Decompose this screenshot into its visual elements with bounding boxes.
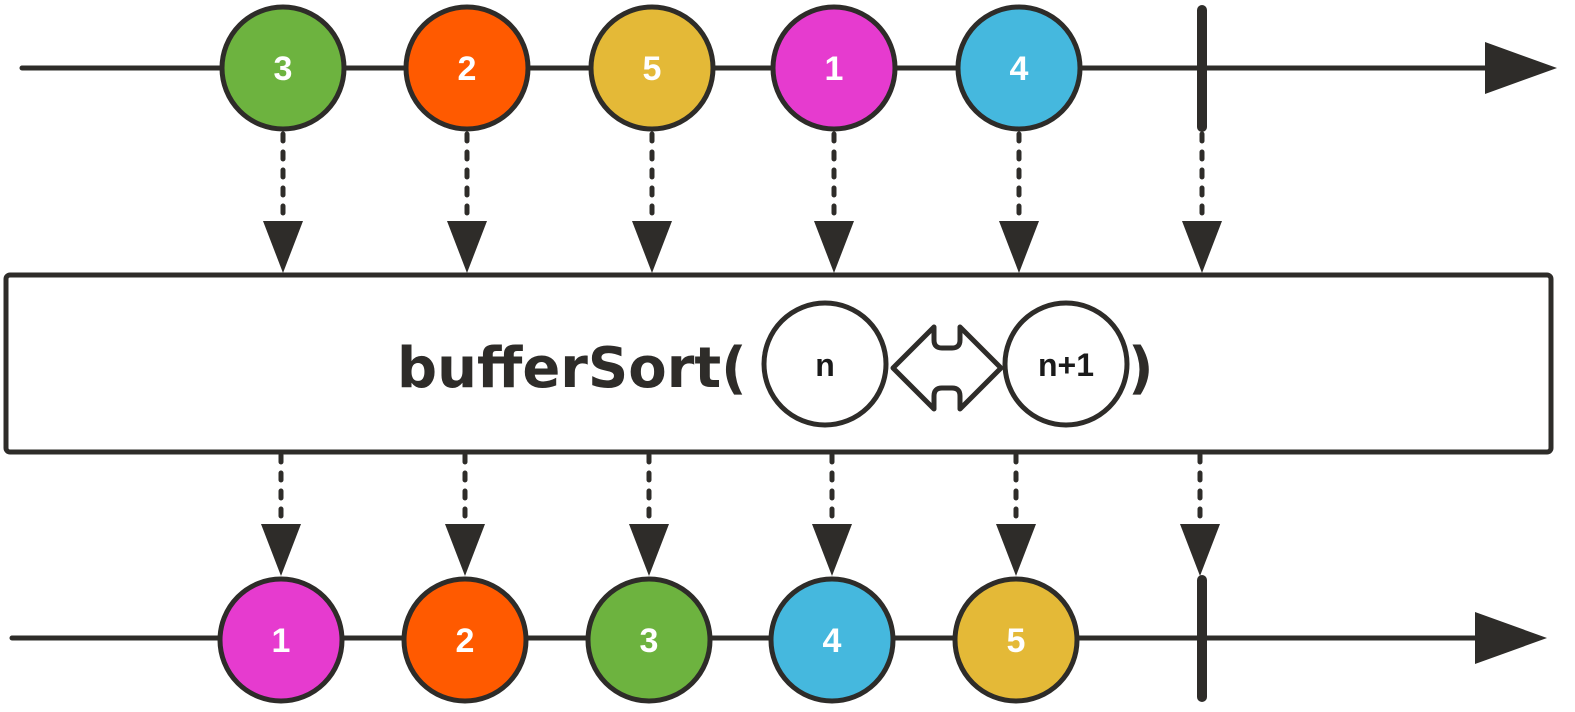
output-marble: 5 [952, 576, 1080, 704]
output-dotted-arrow [261, 452, 301, 576]
input-dotted-arrow [263, 131, 303, 273]
input-timeline-arrowhead [1485, 42, 1557, 94]
input-marble: 1 [770, 4, 898, 132]
input-marble-label: 3 [274, 50, 293, 88]
output-marble-label: 5 [1007, 622, 1026, 660]
input-dotted-arrow [632, 131, 672, 273]
right-param-label: n+1 [1038, 347, 1094, 383]
input-marble-label: 2 [458, 50, 477, 88]
input-marble-label: 4 [1010, 50, 1029, 88]
input-marble: 5 [588, 4, 716, 132]
output-marble: 2 [401, 576, 529, 704]
input-dotted-arrow [1182, 131, 1222, 273]
input-marble: 3 [219, 4, 347, 132]
left-param-circle [761, 300, 889, 428]
input-marble: 2 [403, 4, 531, 132]
left-param-label: n [815, 347, 835, 383]
operator-box: bufferSort( n n+1 ) [3, 272, 1554, 455]
output-marble-label: 4 [823, 622, 842, 660]
right-param-circle [1002, 300, 1130, 428]
input-marble: 4 [955, 4, 1083, 132]
output-marble: 4 [768, 576, 896, 704]
input-dotted-arrow [999, 131, 1039, 273]
output-marble: 1 [217, 576, 345, 704]
operator-name: bufferSort( [397, 336, 747, 401]
input-dotted-arrow [814, 131, 854, 273]
output-dotted-arrow [996, 452, 1036, 576]
output-marble-label: 2 [456, 622, 475, 660]
output-marble-label: 3 [640, 622, 659, 660]
compare-icon [890, 324, 1004, 412]
output-dotted-arrow [812, 452, 852, 576]
input-marble-label: 1 [825, 50, 844, 88]
output-marble: 3 [585, 576, 713, 704]
output-dotted-arrow [629, 452, 669, 576]
output-dotted-arrow [1180, 452, 1220, 576]
output-dotted-arrow [445, 452, 485, 576]
input-arrows [263, 131, 1222, 273]
input-marble-label: 5 [643, 50, 662, 88]
output-arrows [261, 452, 1220, 576]
operator-close-paren: ) [1128, 336, 1154, 401]
input-marbles: 3 2 5 1 4 [219, 4, 1083, 132]
input-dotted-arrow [447, 131, 487, 273]
output-marbles: 1 2 3 4 5 [217, 576, 1080, 704]
output-marble-label: 1 [272, 622, 291, 660]
output-timeline-arrowhead [1475, 612, 1547, 664]
